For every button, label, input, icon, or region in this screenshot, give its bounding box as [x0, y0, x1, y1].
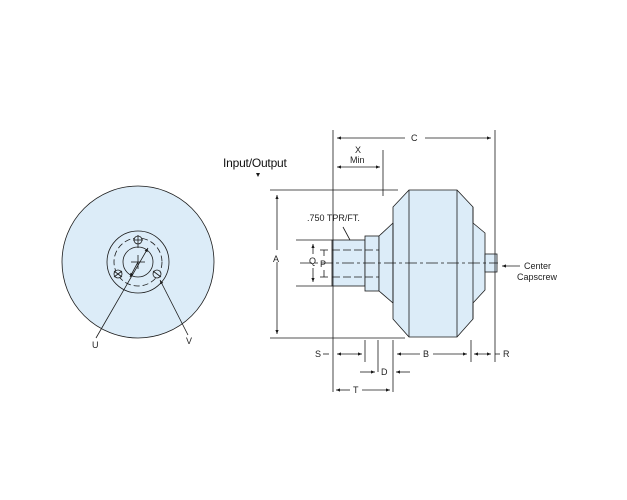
- callout-capscrew: Capscrew: [517, 272, 558, 282]
- end-view: [61, 185, 215, 339]
- dim-q: Q: [309, 256, 317, 266]
- side-view: [256, 130, 520, 392]
- dim-x-min: Min: [350, 155, 365, 165]
- label-u: U: [92, 340, 99, 350]
- bolt-hole: [113, 269, 123, 279]
- dim-c: C: [411, 133, 418, 143]
- taper-note: .750 TPR/FT.: [307, 213, 360, 223]
- dim-b: B: [423, 349, 430, 359]
- dim-t: T: [353, 385, 359, 395]
- callout-center: Center: [524, 261, 552, 271]
- input-output-title: Input/Output: [223, 156, 287, 170]
- dim-s: S: [315, 349, 322, 359]
- dim-a: A: [273, 254, 280, 264]
- dim-r: R: [503, 349, 510, 359]
- dim-d: D: [381, 367, 388, 377]
- dim-p: P: [320, 259, 327, 269]
- bolt-hole: [133, 235, 143, 248]
- bolt-hole: [152, 269, 162, 279]
- dim-x: X: [355, 145, 362, 155]
- label-v: V: [186, 336, 193, 346]
